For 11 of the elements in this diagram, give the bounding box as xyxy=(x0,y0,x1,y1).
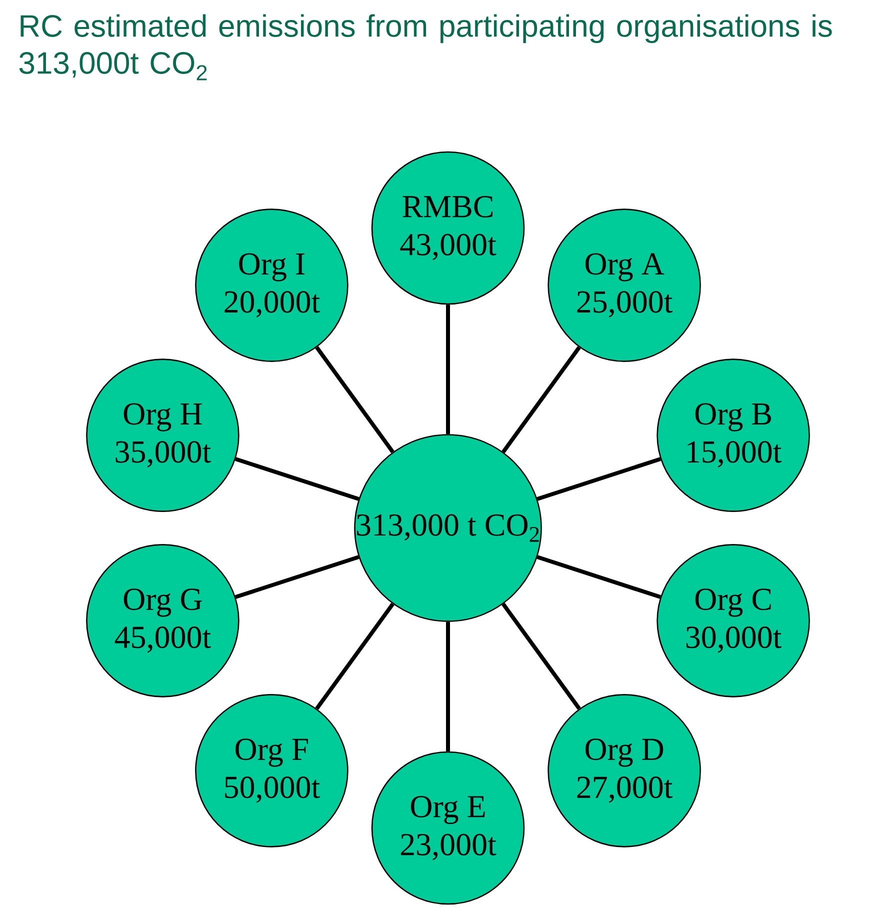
connector-line xyxy=(536,457,662,501)
connector-line xyxy=(234,555,360,599)
connector-line xyxy=(446,304,450,434)
connector-line xyxy=(502,346,581,454)
connector-line xyxy=(315,602,394,710)
connector-line xyxy=(536,555,662,599)
connector-line xyxy=(446,622,450,752)
connector-line xyxy=(315,346,394,454)
connector-line xyxy=(234,457,360,501)
connector-line xyxy=(502,602,581,710)
title: RC estimated emissions from participating organisations is 313,000t CO$_{2}$ xyxy=(19,14,832,80)
